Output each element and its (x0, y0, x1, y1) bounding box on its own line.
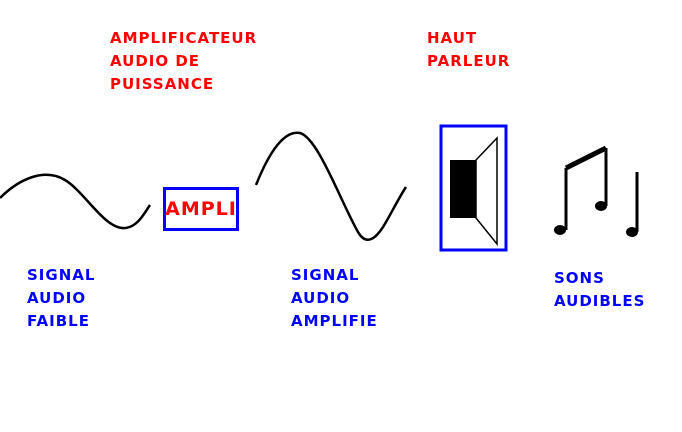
weak-signal-label-line-3: FAIBLE (27, 312, 90, 330)
speaker-title-line-1: HAUT (427, 29, 478, 47)
speaker-title-line-2: PARLEUR (427, 52, 511, 70)
loudspeaker-icon (450, 136, 498, 247)
amplified-signal-wave (254, 131, 408, 241)
amplifier-title-line-2: AUDIO DE (110, 52, 201, 70)
audible-sounds-label-line-1: SONS (554, 269, 605, 287)
amplified-signal-label-line-3: AMPLIFIE (291, 312, 378, 330)
amplifier-title-line-1: AMPLIFICATEUR (110, 29, 258, 47)
amplifier-title-line-3: PUISSANCE (110, 75, 215, 93)
amplifier-box-label: AMPLI (165, 198, 237, 220)
amplifier-box: AMPLI (163, 187, 239, 231)
weak-signal-wave (0, 173, 152, 230)
weak-signal-label-line-1: SIGNAL (27, 266, 96, 284)
audible-sounds-label-line-2: AUDIBLES (554, 292, 646, 310)
music-notes-icon (554, 145, 639, 237)
amplified-signal-label-line-1: SIGNAL (291, 266, 360, 284)
weak-signal-label-line-2: AUDIO (27, 289, 87, 307)
speaker-title: HAUT PARLEUR (427, 27, 510, 73)
amplified-signal-label: SIGNAL AUDIO AMPLIFIE (291, 264, 378, 333)
weak-signal-label: SIGNAL AUDIO FAIBLE (27, 264, 95, 333)
loudspeaker-frame (439, 124, 508, 252)
amplifier-title: AMPLIFICATEUR AUDIO DE PUISSANCE (110, 27, 257, 96)
audible-sounds-label: SONS AUDIBLES (554, 267, 645, 313)
amplified-signal-label-line-2: AUDIO (291, 289, 351, 307)
